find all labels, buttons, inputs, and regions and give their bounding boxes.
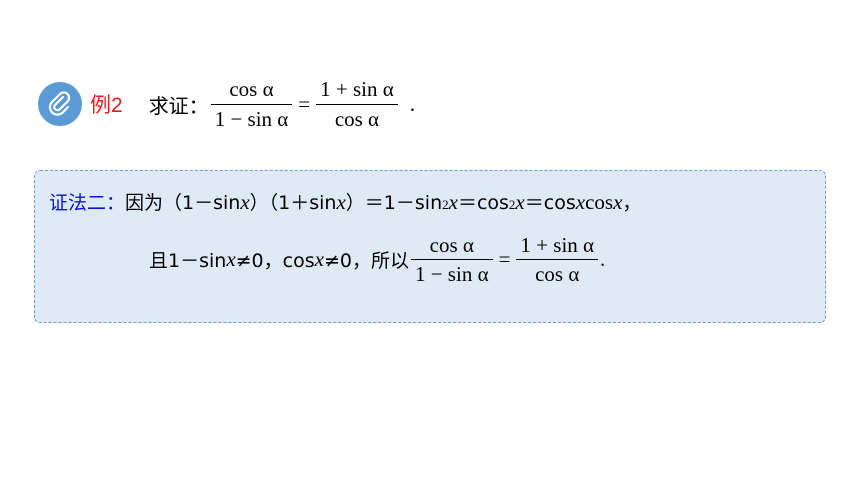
rhs-denominator: cos α [334, 106, 380, 131]
proof-line-2: 且1－sin x ≠0，cos x ≠0，所以 cos α 1 − sin α … [149, 234, 605, 285]
var-x: x [613, 190, 623, 214]
text-segment: 且1－sin [149, 250, 227, 273]
rhs-denominator: cos α [535, 262, 580, 287]
example-header: 例2 求证： cos α 1 − sin α = 1 + sin α cos α… [38, 76, 415, 132]
fraction-bar [516, 259, 599, 261]
text-segment: 因为（1－sin [125, 192, 241, 214]
end-period: . [409, 91, 416, 116]
text-segment: ）＝1－sin [345, 192, 443, 214]
lhs-denominator: 1 − sin α [214, 106, 289, 131]
fraction-bar [316, 103, 398, 105]
text-segment: ≠0，cos [235, 250, 315, 273]
var-x: x [336, 190, 346, 214]
lhs-numerator: cos α [229, 77, 274, 102]
text-segment: ＝cos [457, 192, 509, 214]
text-segment: ≠0，所以 [323, 250, 409, 273]
text-segment: ＝cos [524, 192, 576, 214]
rhs-numerator: 1 + sin α [520, 233, 595, 257]
lhs-numerator: cos α [429, 233, 474, 257]
fraction-bar [210, 103, 293, 105]
method-label: 证法二： [49, 192, 126, 214]
var-x: x [515, 190, 525, 214]
lhs-fraction: cos α 1 − sin α [210, 77, 293, 131]
var-x: x [448, 190, 458, 214]
fraction-bar [410, 259, 493, 261]
var-x: x [575, 190, 586, 214]
equals-sign: = [498, 247, 511, 272]
text-segment: ）（1＋sin [249, 192, 337, 214]
example-label: 例2 [90, 94, 123, 117]
rhs-fraction: 1 + sin α cos α [316, 77, 398, 131]
proof-box: 证法二： 因为（1－sin x ）（1＋sin x ）＝1－sin 2 x ＝c… [34, 170, 826, 323]
paperclip-icon [38, 82, 82, 126]
rhs-numerator: 1 + sin α [320, 77, 394, 102]
equals-sign: = [298, 91, 311, 116]
lhs-denominator: 1 − sin α [414, 262, 489, 287]
end-period: . [600, 247, 606, 272]
var-x: x [314, 247, 324, 272]
rhs-fraction: 1 + sin α cos α [516, 233, 599, 287]
var-x: x [226, 247, 236, 272]
prompt-text: 求证： [148, 93, 209, 118]
text-segment: cos [585, 190, 614, 214]
text-segment: ， [622, 192, 642, 214]
var-x: x [240, 190, 250, 214]
lhs-fraction: cos α 1 − sin α [410, 233, 493, 287]
equation: cos α 1 − sin α = 1 + sin α cos α . [209, 77, 416, 131]
proof-line-1: 证法二： 因为（1－sin x ）（1＋sin x ）＝1－sin 2 x ＝c… [49, 190, 642, 214]
